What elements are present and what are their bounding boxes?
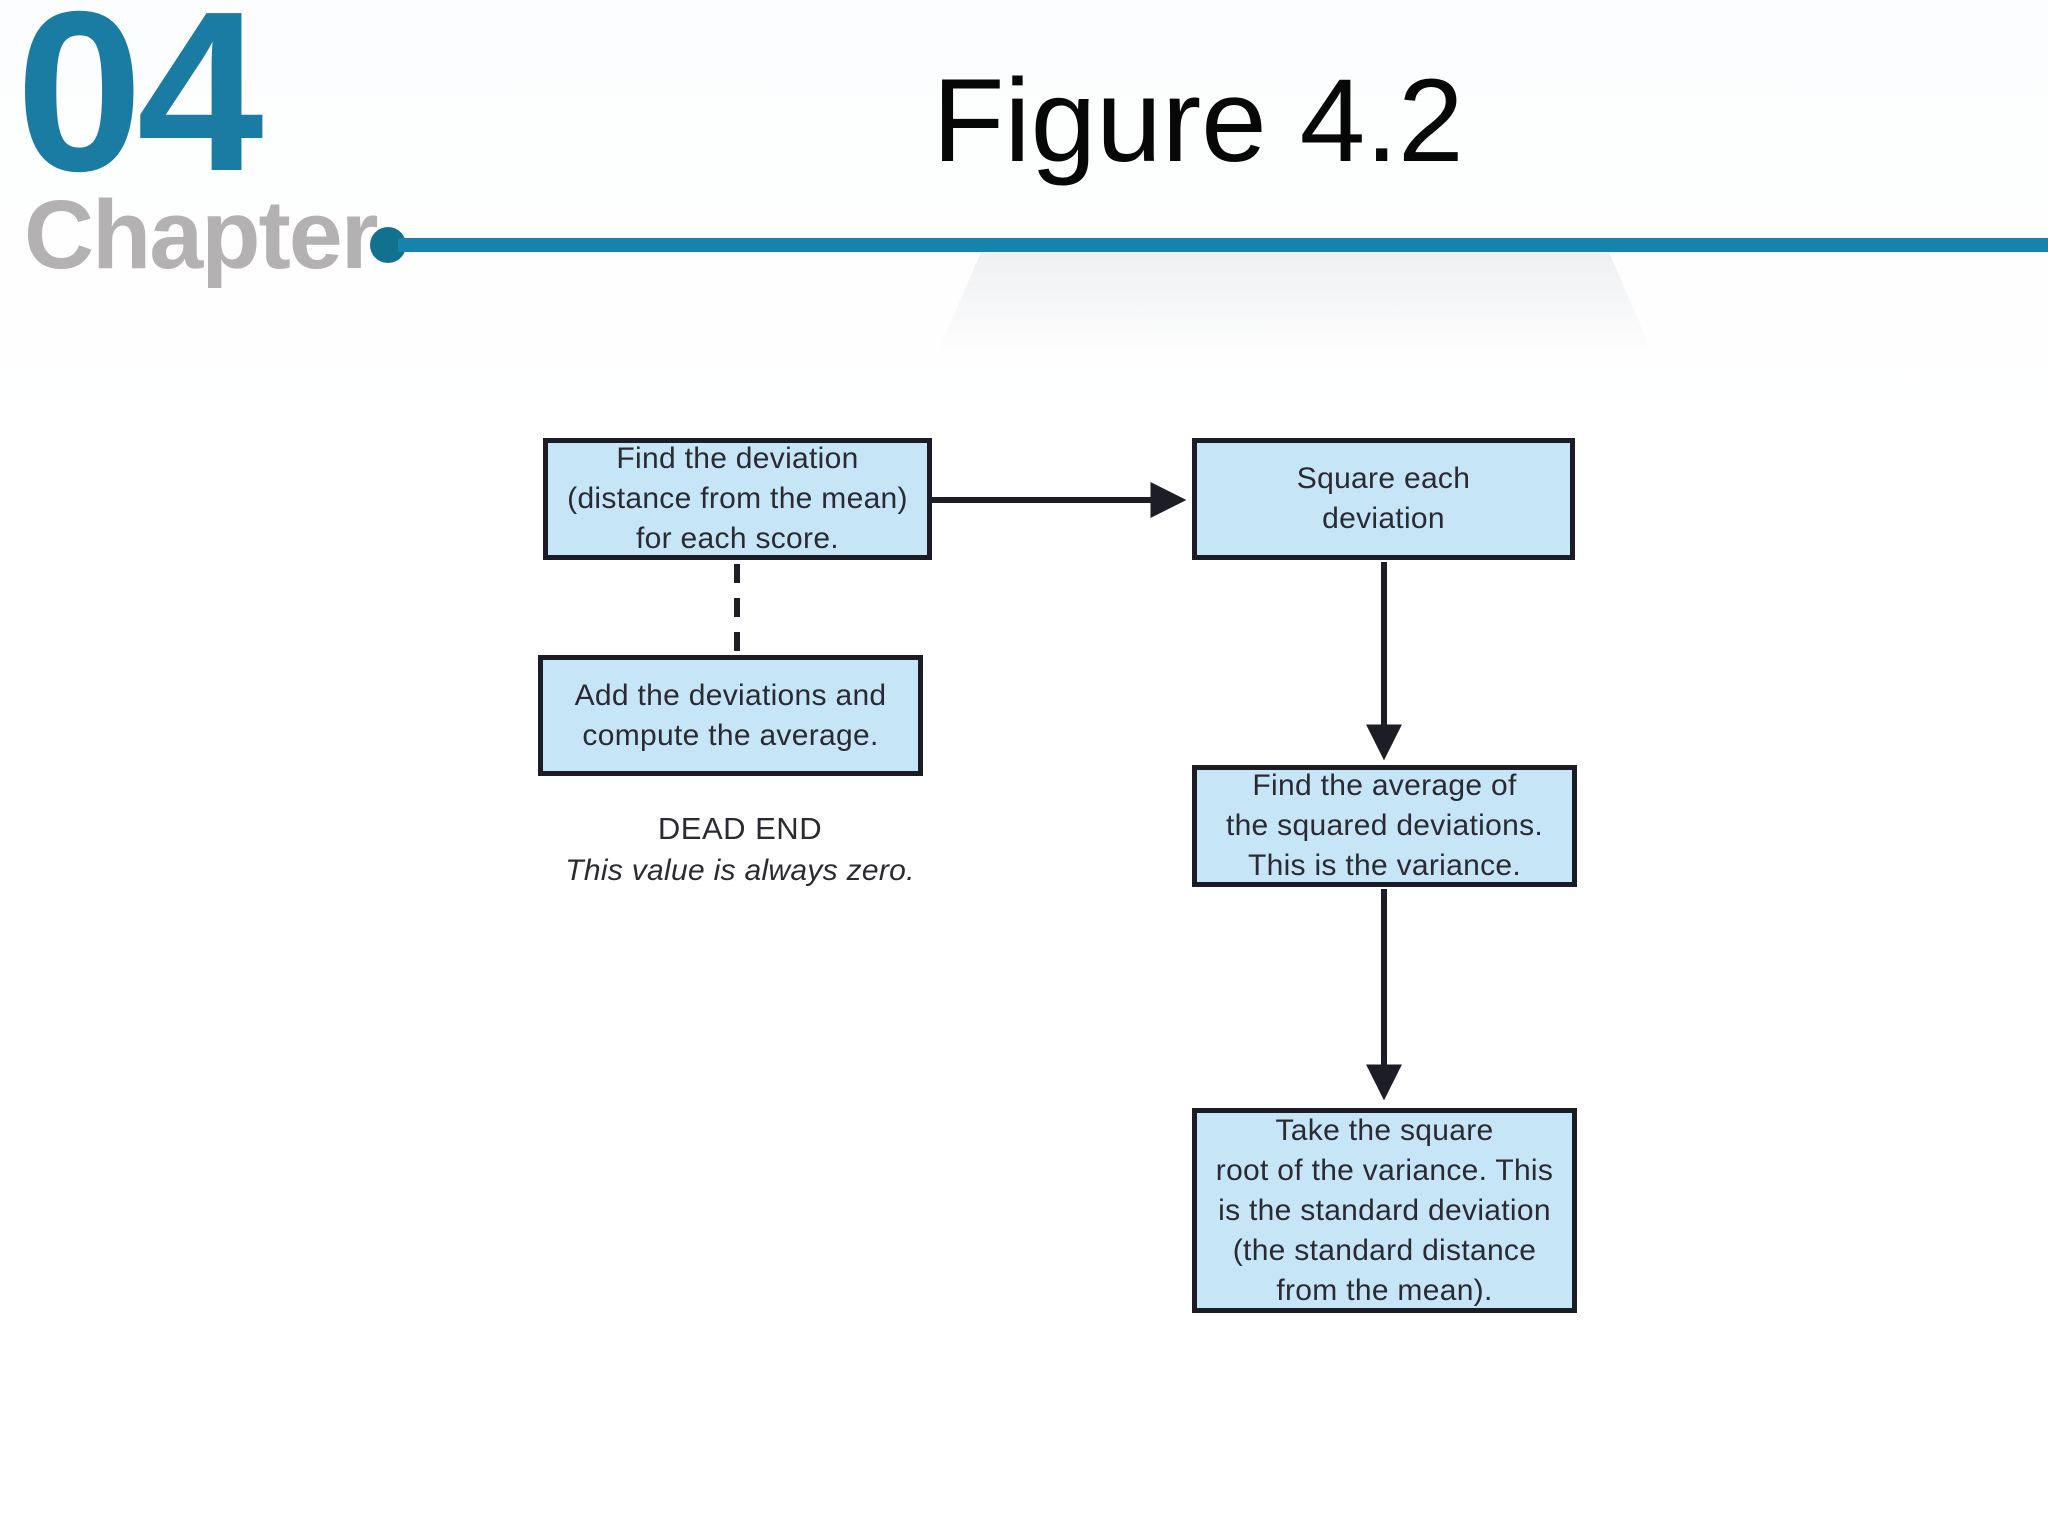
flow-box-add-deviations: Add the deviations and compute the avera… <box>538 655 923 776</box>
slide-title: Figure 4.2 <box>932 55 1464 187</box>
dead-end-label: DEAD END <box>657 811 823 846</box>
flow-box-square-root-variance-text: Take the square root of the variance. Th… <box>1215 1113 1554 1307</box>
flow-box-square-each-deviation-text: Square each deviation <box>1296 462 1471 535</box>
flow-box-square-each-deviation: Square each deviation <box>1192 438 1575 560</box>
chapter-label: Chapter <box>24 180 378 289</box>
flow-box-find-deviation-text: Find the deviation (distance from the me… <box>567 442 908 555</box>
chapter-number: 04 <box>16 0 264 219</box>
flow-box-add-deviations-text: Add the deviations and compute the avera… <box>574 678 887 752</box>
flow-box-average-squared-deviations: Find the average of the squared deviatio… <box>1192 765 1577 887</box>
flow-box-find-deviation: Find the deviation (distance from the me… <box>543 438 932 560</box>
flow-box-square-root-variance: Take the square root of the variance. Th… <box>1192 1108 1577 1313</box>
accent-line <box>398 238 2048 252</box>
background-watermark-shape <box>930 252 1660 370</box>
dead-end-note: This value is always zero. <box>565 854 915 887</box>
flow-box-average-squared-deviations-text: Find the average of the squared deviatio… <box>1225 769 1544 882</box>
dead-end-annotation: DEAD END This value is always zero. <box>540 808 940 892</box>
